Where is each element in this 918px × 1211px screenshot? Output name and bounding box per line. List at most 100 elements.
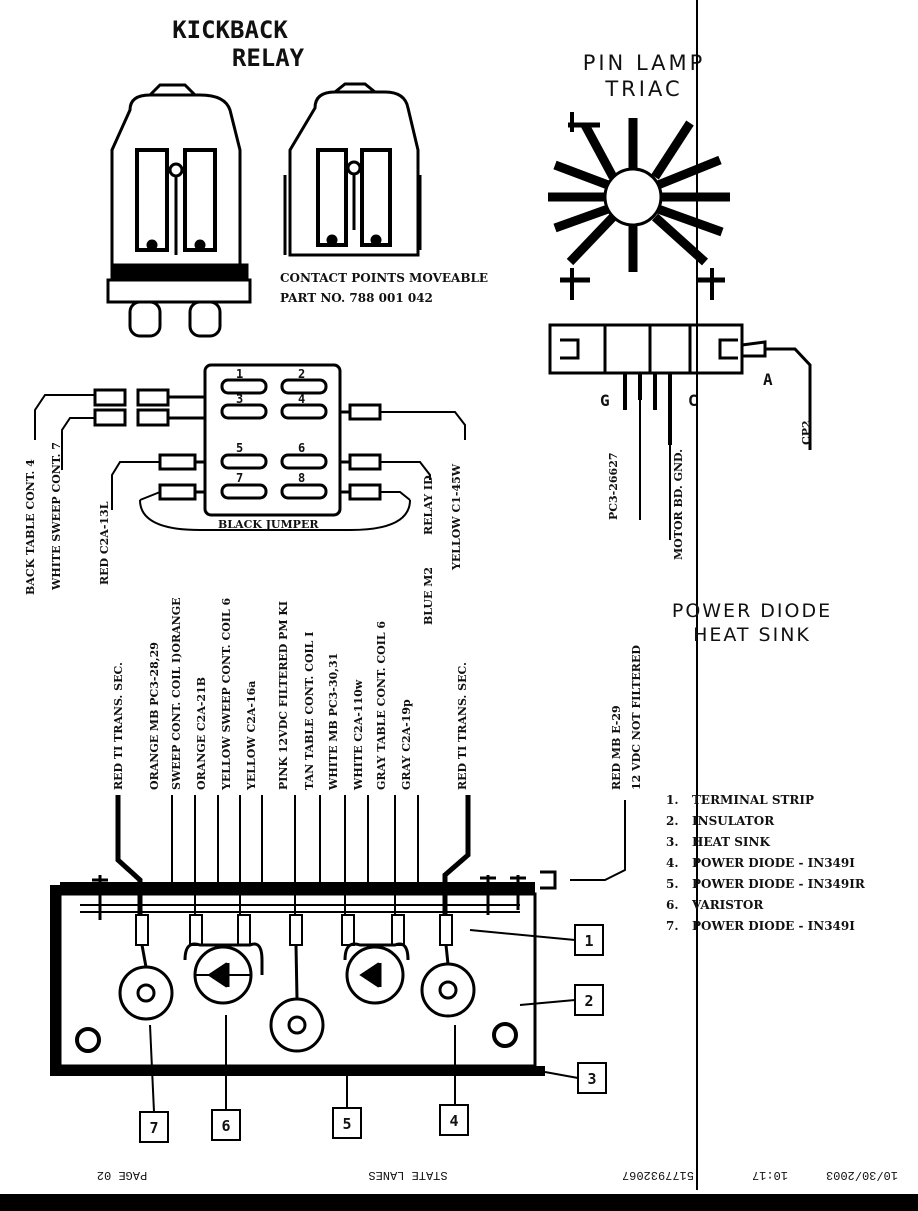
hs-wire-3: SWEEP CONT. COIL I)ORANGE xyxy=(170,598,183,790)
pin-6: 6 xyxy=(298,441,305,455)
hs-side-wire-1: RED MB E-29 xyxy=(610,705,623,790)
relay-part-number: PART NO. 788 001 042 xyxy=(280,291,433,305)
heatsink-title-line1: POWER DIODE xyxy=(672,600,832,622)
pin-3: 3 xyxy=(236,392,243,406)
relay-title-line1: KICKBACK xyxy=(172,16,288,44)
relay-drawing-right xyxy=(283,82,422,257)
triac-lead-left: PC3-26627 xyxy=(607,452,620,520)
legend-text-2: INSULATOR xyxy=(692,814,775,828)
socket-connectors-left xyxy=(34,388,205,510)
heatsink-wire-runs xyxy=(115,795,626,915)
pin-1: 1 xyxy=(236,367,243,381)
mount-hole-left xyxy=(75,1027,101,1053)
triac-star-terminal xyxy=(548,112,730,300)
relay-socket-section: 1 2 3 4 5 6 7 8 BLACK JUMPER xyxy=(24,363,466,625)
callout-5: 5 xyxy=(342,1115,351,1133)
hs-wire-10: WHITE C2A-110w xyxy=(352,679,365,791)
hs-wire-9: WHITE MB PC3-30,31 xyxy=(327,653,340,791)
heatsink-wire-labels: RED TI TRANS. SEC. ORANGE MB PC3-28,29 S… xyxy=(112,597,643,791)
legend-text-3: HEAT SINK xyxy=(692,835,770,849)
hs-wire-12: GRAY C2A-19p xyxy=(400,699,413,790)
kickback-relay-section: KICKBACK RELAY xyxy=(106,16,488,338)
wire-label-yellow-c1: YELLOW C1-45W xyxy=(450,463,463,571)
triac-title-line2: TRIAC xyxy=(604,77,682,101)
callout-2: 2 xyxy=(584,992,593,1010)
legend-num-6: 6. xyxy=(666,898,679,912)
hs-wire-5: YELLOW SWEEP CONT. COIL 6 xyxy=(220,597,233,791)
triac-pin-g: G xyxy=(600,391,610,410)
legend-text-1: TERMINAL STRIP xyxy=(692,793,814,807)
relay-contact-note: CONTACT POINTS MOVEABLE xyxy=(280,271,488,285)
callout-7: 7 xyxy=(149,1119,158,1137)
footer-company: STATE LANES xyxy=(368,1168,447,1182)
triac-pin-a: A xyxy=(763,370,773,389)
legend-text-7: POWER DIODE - IN349I xyxy=(692,919,855,933)
relay-title-line2: RELAY xyxy=(232,44,305,72)
diode-4 xyxy=(420,944,476,1018)
varistor-6 xyxy=(183,942,264,1005)
diode-5 xyxy=(269,944,325,1053)
wire-label-white-sweep: WHITE SWEEP CONT. 7 xyxy=(50,442,63,591)
screw-terminals xyxy=(92,870,557,920)
fax-footer: PAGE 02 STATE LANES 5177932067 10:17 10/… xyxy=(0,1168,918,1211)
footer-page: PAGE 02 xyxy=(97,1168,147,1182)
triac-pin-c: C xyxy=(688,391,698,410)
legend-text-5: POWER DIODE - IN349IR xyxy=(692,877,866,891)
pin-2: 2 xyxy=(298,367,305,381)
pin-lamp-triac-section: PIN LAMP TRIAC xyxy=(548,51,813,560)
legend-num-4: 4. xyxy=(666,856,679,870)
hs-side-wire-2: 12 VDC NOT FILTERED xyxy=(630,645,643,790)
callout-1: 1 xyxy=(584,932,593,950)
hs-wire-2: ORANGE MB PC3-28,29 xyxy=(148,642,161,790)
hs-wire-4: ORANGE C2A-21B xyxy=(195,677,208,790)
terminal-lugs xyxy=(135,914,453,946)
wire-label-back-table: BACK TABLE CONT. 4 xyxy=(24,459,37,595)
relay-drawing-left xyxy=(106,83,252,338)
relay-socket xyxy=(203,363,342,517)
callout-boxes xyxy=(139,924,607,1143)
legend-num-1: 1. xyxy=(666,793,679,807)
hs-wire-8: TAN TABLE CONT. COIL I xyxy=(303,632,316,790)
legend-text-6: VARISTOR xyxy=(691,898,764,912)
legend-text-4: POWER DIODE - IN349I xyxy=(692,856,855,870)
black-jumper-wire xyxy=(139,499,411,531)
triac-lead-right: CP2 xyxy=(800,420,813,445)
heat-sink-plate xyxy=(50,1066,545,1076)
diode-7 xyxy=(118,944,174,1021)
socket-connectors-right xyxy=(340,403,466,501)
callout-4: 4 xyxy=(449,1112,458,1130)
parts-legend: 1. TERMINAL STRIP 2. INSULATOR 3. HEAT S… xyxy=(666,793,866,933)
pin-7: 7 xyxy=(236,471,243,485)
black-jumper-label: BLACK JUMPER xyxy=(218,518,319,531)
varistor-2 xyxy=(343,942,410,1005)
legend-num-5: 5. xyxy=(666,877,679,891)
pin-5: 5 xyxy=(236,441,243,455)
socket-pins xyxy=(220,378,328,500)
legend-num-7: 7. xyxy=(666,919,679,933)
triac-body xyxy=(548,323,812,540)
wire-label-relay-id: RELAY ID xyxy=(422,475,435,535)
hs-wire-13: RED TI TRANS. SEC. xyxy=(456,662,469,790)
heatsink-title-line2: HEAT SINK xyxy=(693,624,811,646)
hs-wire-11: GRAY TABLE CONT. COIL 6 xyxy=(375,621,388,790)
hs-wire-7: PINK 12VDC FILTERED PM KI xyxy=(277,601,290,790)
pin-8: 8 xyxy=(298,471,305,485)
wire-label-blue-m2: BLUE M2 xyxy=(422,567,435,625)
footer-date: 10/30/2003 xyxy=(826,1168,898,1182)
pin-4: 4 xyxy=(298,392,305,406)
power-diode-heatsink: POWER DIODE HEAT SINK xyxy=(50,600,832,1076)
legend-num-2: 2. xyxy=(666,814,679,828)
footer-phone: 5177932067 xyxy=(622,1168,694,1182)
callout-3-right: 3 xyxy=(587,1070,596,1088)
legend-num-3: 3. xyxy=(666,835,679,849)
footer-time: 10:17 xyxy=(752,1168,788,1182)
triac-lead-mid: MOTOR BD. GND. xyxy=(672,449,685,560)
callout-6: 6 xyxy=(221,1117,230,1135)
hs-wire-6: YELLOW C2A-16a xyxy=(245,681,258,791)
terminal-strip xyxy=(60,882,535,894)
triac-title-line1: PIN LAMP xyxy=(583,51,706,75)
wire-label-red-c2a: RED C2A-13L xyxy=(98,501,111,585)
mount-hole-right xyxy=(492,1022,518,1048)
fax-bottom-bar xyxy=(0,1194,918,1211)
